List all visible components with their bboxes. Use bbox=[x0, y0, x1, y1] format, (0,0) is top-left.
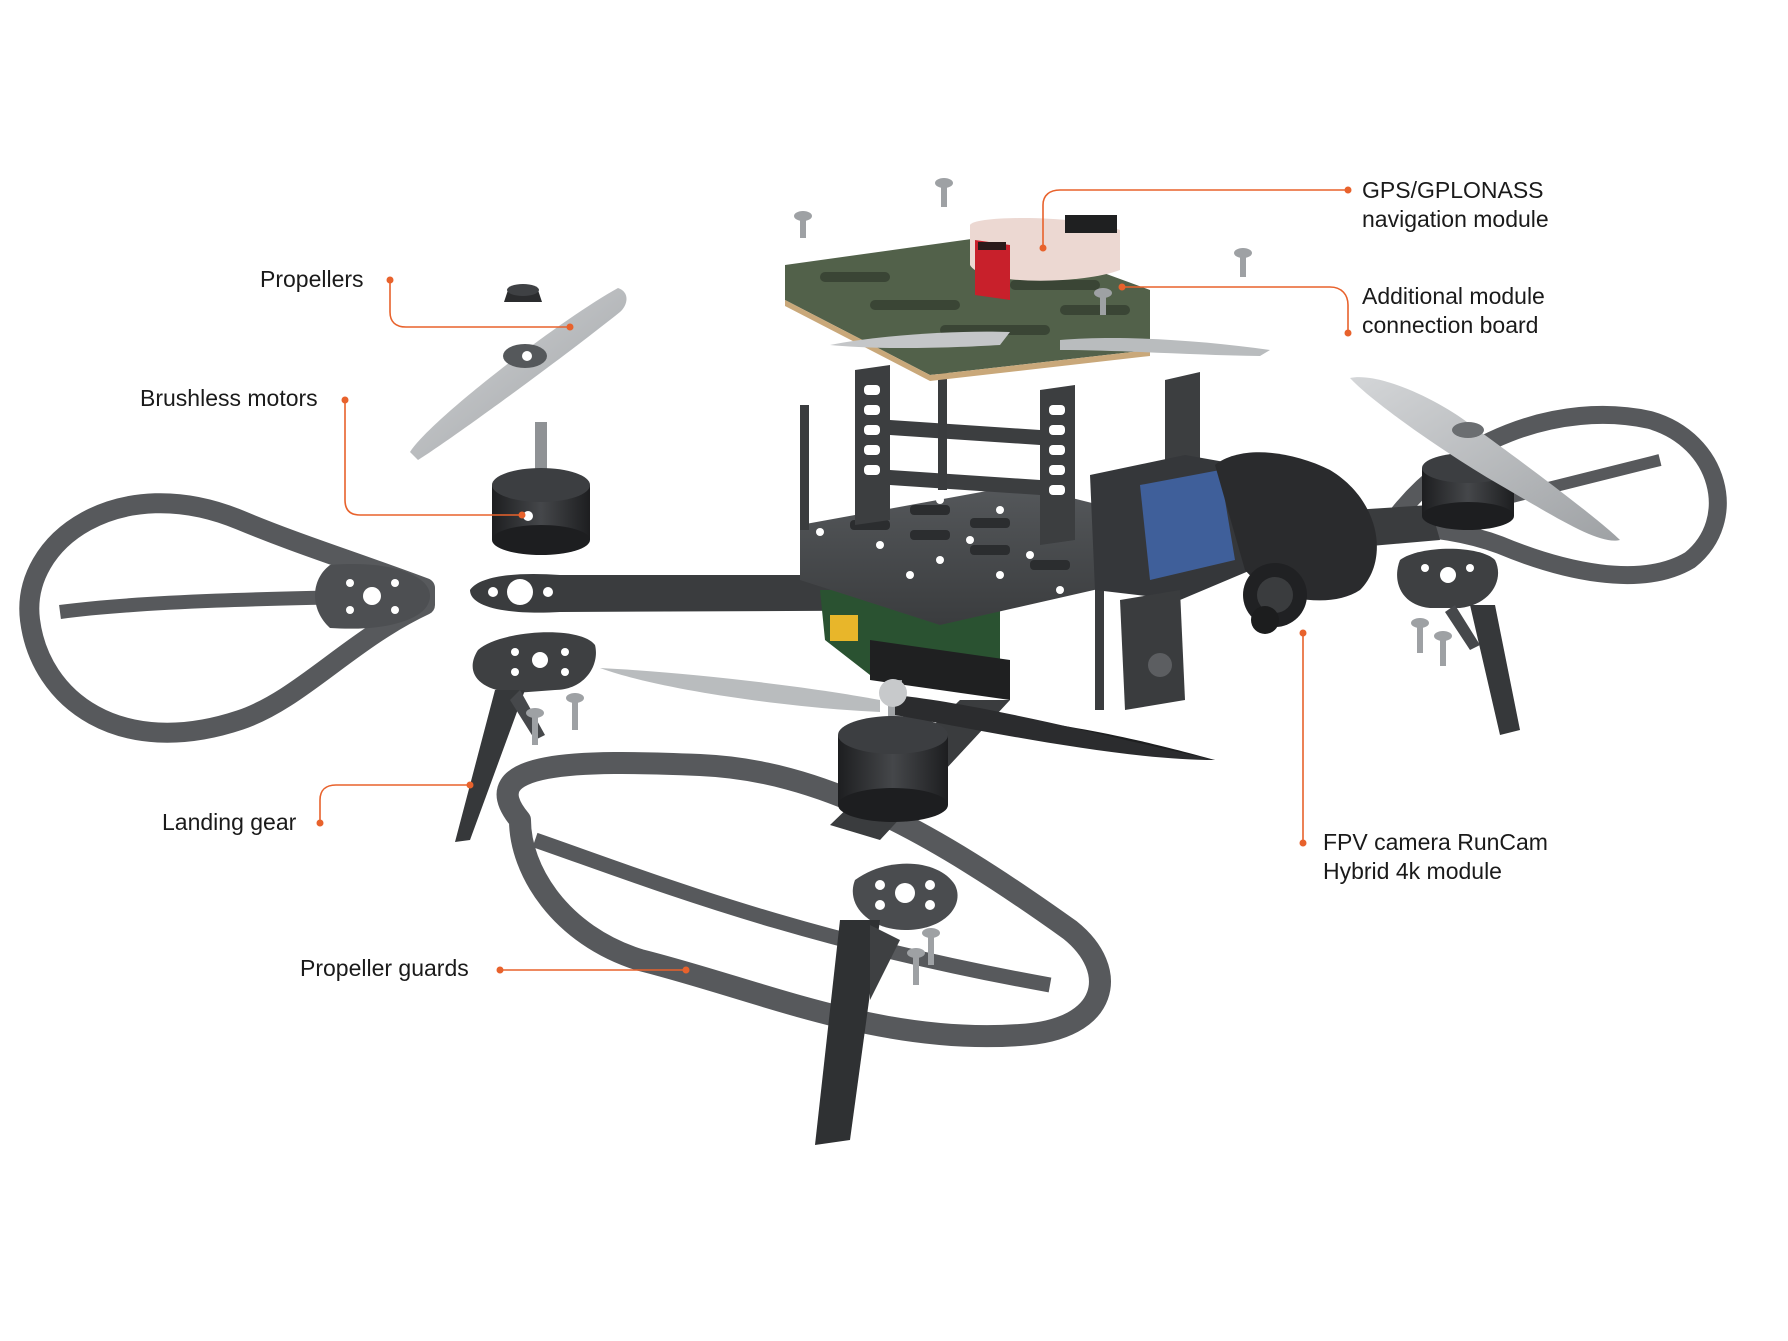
leader-line-gps bbox=[1042, 189, 1348, 248]
callout-additional-module-board: Additional module connection board bbox=[1362, 282, 1545, 340]
callout-propellers-line-1: Propellers bbox=[260, 266, 364, 292]
callout-landing-gear-line-1: Landing gear bbox=[162, 809, 297, 835]
leader-line-brushless-motors bbox=[344, 400, 522, 516]
main-frame-stack bbox=[785, 215, 1200, 710]
leader-line-additional-board bbox=[1122, 286, 1349, 333]
callout-fpv-camera-line-2: Hybrid 4k module bbox=[1323, 858, 1502, 884]
callout-propeller-guards-line-1: Propeller guards bbox=[300, 955, 469, 981]
fpv-camera-assembly bbox=[1090, 452, 1377, 710]
leader-lines bbox=[319, 189, 1349, 971]
propeller-right bbox=[1350, 377, 1620, 541]
propeller-front bbox=[600, 668, 1215, 760]
callout-propeller-guards: Propeller guards bbox=[300, 954, 469, 983]
callout-propellers: Propellers bbox=[260, 265, 364, 294]
screws bbox=[526, 178, 1452, 985]
callout-gps-line-2: navigation module bbox=[1362, 206, 1549, 232]
callout-gps-line-1: GPS/GPLONASS bbox=[1362, 177, 1544, 203]
leader-dots bbox=[316, 186, 1352, 974]
callout-fpv-camera-line-1: FPV camera RunCam bbox=[1323, 829, 1548, 855]
callout-additional-board-line-2: connection board bbox=[1362, 312, 1539, 338]
callout-additional-board-line-1: Additional module bbox=[1362, 283, 1545, 309]
landing-gear-right bbox=[1397, 548, 1520, 735]
leader-line-propellers bbox=[389, 280, 570, 328]
brushless-motor-loose bbox=[492, 422, 590, 555]
callout-gps-navigation-module: GPS/GPLONASS navigation module bbox=[1362, 176, 1549, 234]
leader-line-landing-gear bbox=[319, 784, 470, 823]
propeller-guard-front bbox=[496, 752, 1111, 1048]
callout-brushless-motors-line-1: Brushless motors bbox=[140, 385, 318, 411]
propeller-guard-left bbox=[19, 493, 435, 743]
landing-gear-front bbox=[815, 920, 900, 1145]
propeller-loose bbox=[410, 284, 627, 460]
callout-fpv-camera: FPV camera RunCam Hybrid 4k module bbox=[1323, 828, 1548, 886]
callout-landing-gear: Landing gear bbox=[162, 808, 296, 837]
propeller-top-center bbox=[830, 331, 1270, 356]
callout-brushless-motors: Brushless motors bbox=[140, 384, 318, 413]
